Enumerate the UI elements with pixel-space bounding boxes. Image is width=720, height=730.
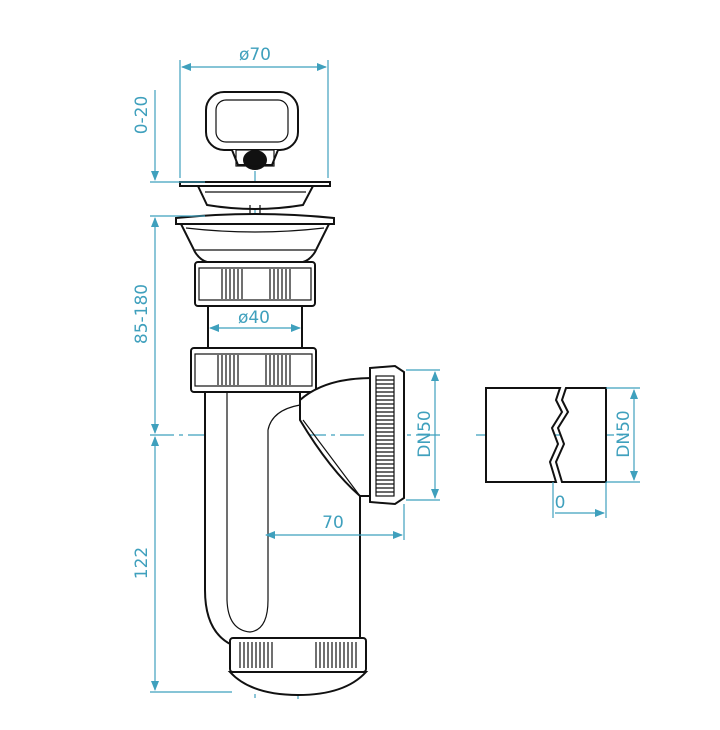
outlet-nut xyxy=(369,364,405,506)
bottom-cap xyxy=(227,637,369,697)
label-outlet-offset: 70 xyxy=(322,513,344,533)
middle-nut xyxy=(190,347,317,393)
pipe-section xyxy=(485,387,607,483)
upper-nut xyxy=(194,261,316,307)
label-pipe-diameter: ø40 xyxy=(238,308,270,328)
label-outlet-size: DN50 xyxy=(415,410,435,457)
label-length-range: 85-180 xyxy=(132,284,152,344)
basin-flange xyxy=(175,213,335,263)
label-adjust-range: 0-20 xyxy=(132,96,152,135)
trap-body xyxy=(204,377,373,646)
label-stopper-diameter: ø70 xyxy=(239,45,271,65)
label-trap-height: 122 xyxy=(132,547,152,579)
label-pipe-size: DN50 xyxy=(614,410,634,457)
stopper-plug xyxy=(179,91,331,216)
label-pipe-ref: 0 xyxy=(555,493,566,513)
